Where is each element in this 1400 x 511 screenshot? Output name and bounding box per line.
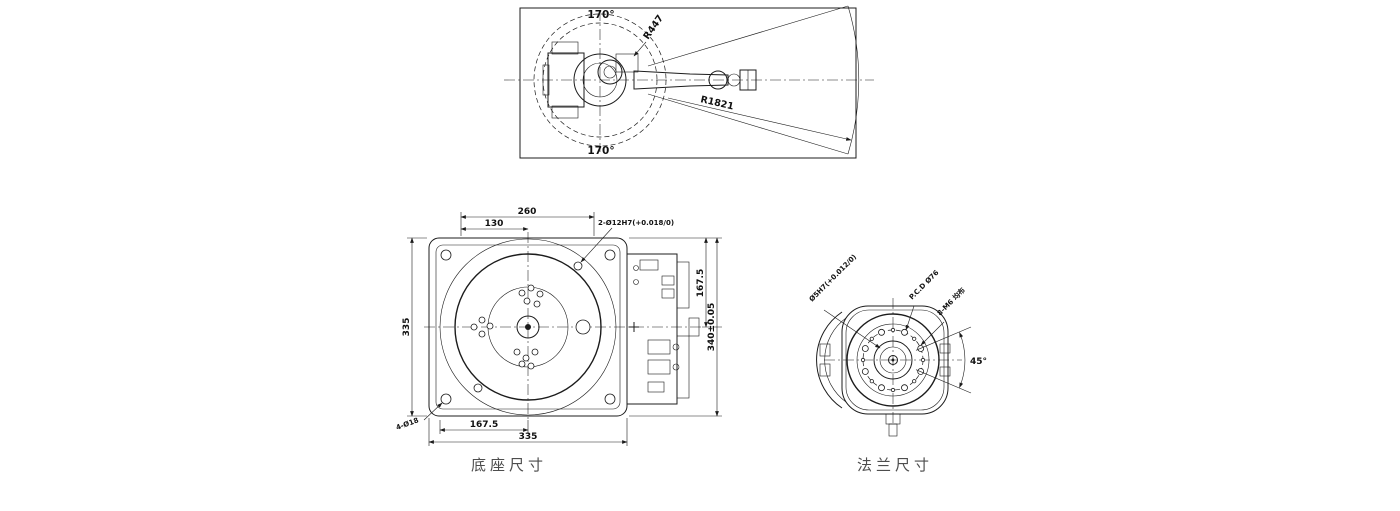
base-dimension-view: 260 130 2-Ø12H7(+0.018/0) 335 167.5 340±… (395, 207, 722, 474)
angle-line-lower (915, 369, 972, 394)
base-center-point (525, 324, 531, 330)
angle-label-bottom: 170° (587, 145, 614, 157)
dim-167-5-bottom: 167.5 (470, 420, 498, 430)
sweep-line-upper (647, 5, 849, 67)
angle-line-upper (915, 326, 972, 351)
flange-center-bore-inner (879, 346, 907, 374)
pilot-hole-label: Ø5H7(+0.012/0) (808, 253, 858, 303)
corner-holes-note: 4-Ø18 (395, 416, 420, 432)
r447-leader (633, 41, 647, 57)
base-hole-clusters (470, 261, 591, 393)
flange-dimension-view: 45° Ø5H7(+0.012/0) P.C.D Ø76 8-M6 均布 法兰尺… (808, 253, 987, 474)
sweep-arc (847, 5, 860, 155)
top-view-frame (519, 7, 857, 159)
flange-right-feature-1 (939, 343, 951, 354)
dim-260: 260 (518, 207, 537, 217)
corner-mounting-holes (440, 249, 616, 405)
base-circle-main (454, 253, 602, 401)
angle-45-label: 45° (970, 357, 987, 367)
pcd-label: P.C.D Ø76 (908, 269, 941, 302)
flange-pilot-hole (888, 355, 898, 365)
dim-335-left: 335 (402, 318, 412, 337)
pin-holes-note: 2-Ø12H7(+0.018/0) (598, 219, 674, 227)
pilot-hole-leader (823, 309, 881, 349)
flange-left-tab-1 (819, 343, 831, 357)
radius-reach-label: R447 (641, 13, 666, 42)
dim-167-5-right: 167.5 (696, 269, 706, 297)
pin-hole-leader (580, 227, 613, 263)
dim-130: 130 (485, 219, 504, 229)
bolts-label: 8-M6 均布 (935, 286, 967, 318)
flange-left-tab-2 (819, 363, 831, 377)
flange-right-feature-2 (939, 366, 951, 377)
flange-bottom-tab-2 (888, 423, 898, 437)
dim-340: 340±0.05 (707, 303, 717, 352)
flange-view-caption: 法兰尺寸 (857, 456, 933, 474)
base-view-caption: 底座尺寸 (471, 456, 547, 474)
flange-face-circle (846, 313, 940, 407)
flange-left-profile-outer (816, 311, 843, 409)
bolts-leader (920, 321, 945, 346)
angle-arc (959, 332, 966, 388)
base-side-housing (626, 253, 700, 405)
r1821-leader (667, 97, 852, 141)
flange-face-ring (856, 323, 930, 397)
sweep-line-lower (647, 93, 849, 155)
corner-hole-leader (423, 402, 443, 421)
pcd-leader (905, 305, 915, 331)
base-circle-outer (439, 238, 617, 416)
angle-label-top: 170° (587, 9, 614, 21)
flange-center-bore (873, 340, 913, 380)
dim-335-bottom: 335 (519, 432, 538, 442)
flange-center-point (891, 358, 895, 362)
robot-arm-top-silhouette (542, 41, 757, 119)
top-view-work-envelope: 170° 170° R447 R1821 (504, 5, 874, 159)
radius-max-label: R1821 (699, 94, 734, 112)
envelope-circle-outer (533, 13, 667, 147)
base-center-boss (516, 315, 540, 339)
